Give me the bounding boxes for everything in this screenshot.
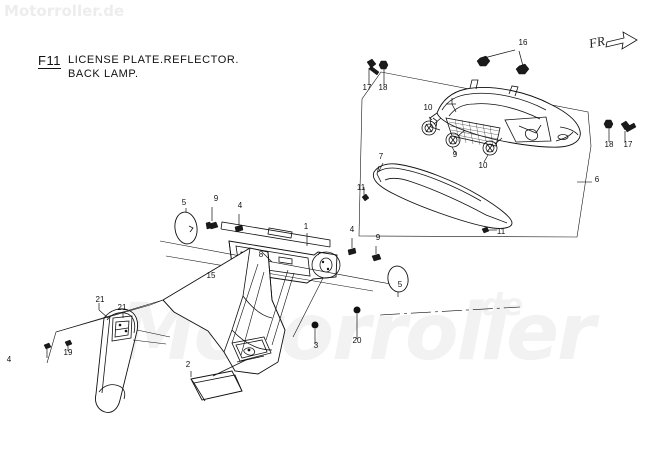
callout-number-18: 18 (605, 140, 614, 149)
fr-label: FR (587, 33, 607, 51)
nut-18-upper-left-icon (378, 60, 389, 85)
fr-arrow-icon (605, 31, 638, 50)
nut-16-right-icon (515, 63, 530, 75)
section-title-line2: BACK LAMP. (68, 68, 139, 80)
callout-number-4: 4 (350, 225, 355, 234)
section-title: LICENSE PLATE.REFLECTOR. BACK LAMP. (68, 53, 239, 81)
section-code: F11 (38, 53, 61, 69)
lens-texture (448, 118, 500, 148)
callout-number-7: 7 (379, 152, 384, 161)
callout-number-21: 21 (96, 295, 105, 304)
hardware-right (603, 119, 637, 142)
callout-number-5: 5 (182, 198, 187, 207)
screw-20-icon (353, 306, 361, 339)
callout-number-3: 3 (314, 341, 319, 350)
section-title-line1: LICENSE PLATE.REFLECTOR. (68, 54, 240, 66)
cap-5-left-icon (174, 211, 198, 245)
callout-number-19: 19 (64, 348, 73, 357)
back-lamp-group-boundary (358, 71, 592, 238)
collar-4-left-icon (234, 214, 244, 233)
cap-5-group (174, 208, 409, 297)
assembly-construction-lines (46, 263, 521, 364)
nut-16-group (476, 49, 530, 75)
hardware-upper-left (366, 58, 389, 85)
callout-number-layer: 1 2 3 4 4 4 5 5 6 7 8 9 9 9 10 10 11 11 15 16 17 17 18 18 19 20 21… (7, 38, 633, 369)
callout-number-9: 9 (376, 233, 381, 242)
collar-4-mudguard-icon (43, 342, 52, 358)
callout-number-4: 4 (7, 355, 12, 364)
callout-number-11: 11 (357, 183, 366, 192)
bolt-17-upper-left-icon (366, 58, 380, 85)
screw-11-group (361, 187, 497, 234)
callout-number-6: 6 (595, 175, 600, 184)
mudguard-flap (95, 303, 139, 413)
lamp-lens-lower (372, 163, 513, 229)
callout-number-17: 17 (624, 140, 633, 149)
callout-number-18: 18 (379, 83, 388, 92)
callout-number-9: 9 (214, 194, 219, 203)
cap-5-right-icon (387, 265, 409, 293)
leader-lines (262, 98, 457, 263)
bolt-17-right-icon (620, 120, 637, 142)
orientation-marker-group: FR (587, 31, 638, 51)
bulb-socket-10-left-icon (421, 116, 442, 136)
callout-number-10: 10 (479, 161, 488, 170)
callout-number-20: 20 (353, 336, 362, 345)
nut-18-right-icon (603, 119, 614, 142)
collar-4-right-icon (347, 238, 357, 256)
callout-number-9: 9 (453, 150, 458, 159)
screw-3-icon (311, 321, 319, 344)
callout-number-4: 4 (238, 201, 243, 210)
screw-11-bottom-icon (481, 226, 497, 234)
lower-screws-group (43, 306, 361, 358)
nut-16-left-icon (476, 55, 491, 67)
callout-number-21: 21 (118, 303, 127, 312)
tail-lamp-housing (429, 79, 581, 148)
callout-number-1: 1 (304, 222, 309, 231)
bulb-socket-9-center-icon (445, 129, 466, 155)
callout-number-2: 2 (186, 360, 191, 369)
diagram-header: F11 LICENSE PLATE.REFLECTOR. BACK LAMP. (38, 52, 238, 80)
bolt-9-left-icon (205, 207, 219, 230)
bolt-9-right-icon (371, 246, 382, 262)
callout-number-15: 15 (207, 271, 216, 280)
rear-body-cover (162, 247, 286, 375)
callout-number-17: 17 (363, 83, 372, 92)
rear-reflector (190, 358, 249, 402)
bulb-socket-10-right-icon (482, 137, 503, 163)
screw-19-icon (64, 339, 73, 351)
callout-number-8: 8 (259, 250, 264, 259)
screw-11-left-icon (361, 187, 370, 202)
callout-number-10: 10 (424, 103, 433, 112)
callout-number-11: 11 (497, 227, 506, 236)
callout-number-16: 16 (519, 38, 528, 47)
bulb-sockets-group (421, 116, 503, 163)
callout-number-5: 5 (398, 280, 403, 289)
